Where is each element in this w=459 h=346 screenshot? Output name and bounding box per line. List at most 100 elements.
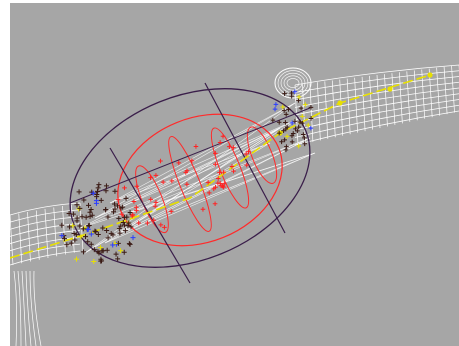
wireframe-scene[interactable] bbox=[10, 3, 459, 346]
mesh-row bbox=[10, 250, 81, 266]
vertex-marker bbox=[302, 141, 308, 147]
vertex-marker bbox=[95, 188, 101, 194]
vertex-marker bbox=[283, 120, 288, 125]
vertex-marker bbox=[168, 209, 174, 214]
vertex-marker bbox=[289, 120, 295, 126]
vertex-marker bbox=[276, 119, 282, 125]
influence-lines bbox=[79, 102, 316, 254]
vertex-marker bbox=[118, 248, 124, 254]
influence-line bbox=[104, 152, 316, 244]
vertex-marker bbox=[120, 204, 126, 210]
vertex-marker bbox=[105, 214, 111, 220]
vertex-marker bbox=[90, 190, 96, 196]
mesh-column bbox=[369, 75, 373, 130]
vertex-marker bbox=[308, 116, 314, 121]
forearm-mesh bbox=[10, 202, 84, 266]
vertex-marker bbox=[176, 160, 182, 166]
hand-mesh-strand bbox=[25, 270, 32, 346]
vertex-marker bbox=[213, 151, 218, 156]
influence-line bbox=[84, 142, 271, 254]
vertex-marker bbox=[158, 158, 163, 164]
vertex-marker bbox=[289, 133, 295, 139]
hand-mesh-strand bbox=[33, 270, 42, 346]
vertex-marker bbox=[73, 232, 79, 238]
vertex-marker bbox=[77, 223, 83, 229]
vertex-marker bbox=[91, 247, 97, 253]
vertex-marker bbox=[127, 241, 133, 247]
vertex-marker bbox=[103, 188, 109, 194]
inner-deformer-cage[interactable] bbox=[98, 91, 302, 270]
vertex-marker bbox=[89, 212, 95, 218]
vertex-marker bbox=[115, 197, 121, 202]
vertex-marker bbox=[111, 209, 117, 215]
vertex-marker bbox=[74, 218, 80, 224]
vertex-marker bbox=[61, 236, 67, 242]
vertex-marker bbox=[128, 224, 134, 230]
vertex-marker bbox=[298, 105, 304, 111]
vertex-marker bbox=[112, 206, 118, 212]
influence-line bbox=[104, 137, 311, 244]
vertex-marker bbox=[121, 249, 127, 255]
inner-ring-2 bbox=[168, 136, 212, 232]
vertex-marker bbox=[95, 185, 101, 191]
hand-mesh-strand bbox=[21, 270, 27, 346]
vertex-marker bbox=[227, 144, 232, 149]
mesh-column bbox=[70, 204, 75, 253]
vertex-marker bbox=[94, 192, 100, 198]
vertex-marker bbox=[217, 181, 223, 186]
influence-line bbox=[129, 127, 281, 214]
upper-arm-mesh bbox=[294, 64, 459, 146]
mesh-column bbox=[361, 76, 366, 132]
bone-chain[interactable] bbox=[10, 72, 433, 259]
shoulder-cap bbox=[274, 67, 312, 99]
mesh-column bbox=[35, 210, 40, 260]
vertex-marker bbox=[125, 223, 131, 229]
vertex-marker bbox=[296, 94, 302, 100]
vertex-marker bbox=[113, 251, 119, 257]
vertex-marker bbox=[152, 203, 158, 209]
influence-line bbox=[109, 102, 296, 204]
mesh-row bbox=[294, 99, 459, 131]
vertex-marker bbox=[67, 224, 73, 230]
vertex-marker bbox=[305, 122, 311, 128]
vertex-marker bbox=[151, 217, 157, 223]
vertex-marker bbox=[118, 223, 124, 229]
vertex-marker bbox=[283, 112, 289, 117]
bone-line bbox=[10, 74, 431, 259]
mesh-row bbox=[10, 216, 81, 230]
vertex-marker bbox=[77, 205, 83, 211]
vertex-marker bbox=[87, 213, 93, 219]
vertex-marker bbox=[153, 173, 159, 178]
mesh-row bbox=[10, 202, 81, 216]
vertex-marker bbox=[281, 108, 287, 113]
outer-deformer-cage[interactable] bbox=[43, 55, 336, 301]
vertex-marker bbox=[293, 126, 298, 132]
vertex-marker bbox=[104, 227, 110, 233]
bone-joint bbox=[337, 100, 343, 106]
vertex-marker bbox=[308, 105, 314, 110]
inner-ring-3 bbox=[210, 127, 250, 209]
mesh-column bbox=[391, 73, 396, 125]
shoulder-cap-ring bbox=[277, 70, 309, 96]
vertex-marker bbox=[299, 114, 305, 119]
3d-viewport[interactable] bbox=[10, 3, 459, 346]
vertex-marker bbox=[110, 242, 116, 248]
mesh-column bbox=[354, 77, 358, 133]
vertex-marker bbox=[103, 206, 109, 212]
vertex-marker bbox=[112, 188, 118, 194]
vertex-marker bbox=[134, 183, 140, 189]
vertex-marker bbox=[279, 139, 284, 145]
vertex-marker bbox=[286, 107, 291, 112]
vertex-marker bbox=[68, 240, 74, 246]
vertex-marker bbox=[215, 176, 221, 181]
vertex-marker bbox=[221, 184, 226, 190]
vertex-marker bbox=[79, 214, 85, 220]
vertex-marker bbox=[76, 189, 82, 195]
mesh-row bbox=[294, 110, 459, 146]
mesh-row bbox=[10, 230, 81, 244]
vertex-marker bbox=[72, 237, 78, 243]
vertex-marker bbox=[217, 170, 222, 175]
mesh-row bbox=[294, 93, 459, 123]
vertex-marker bbox=[88, 231, 94, 237]
